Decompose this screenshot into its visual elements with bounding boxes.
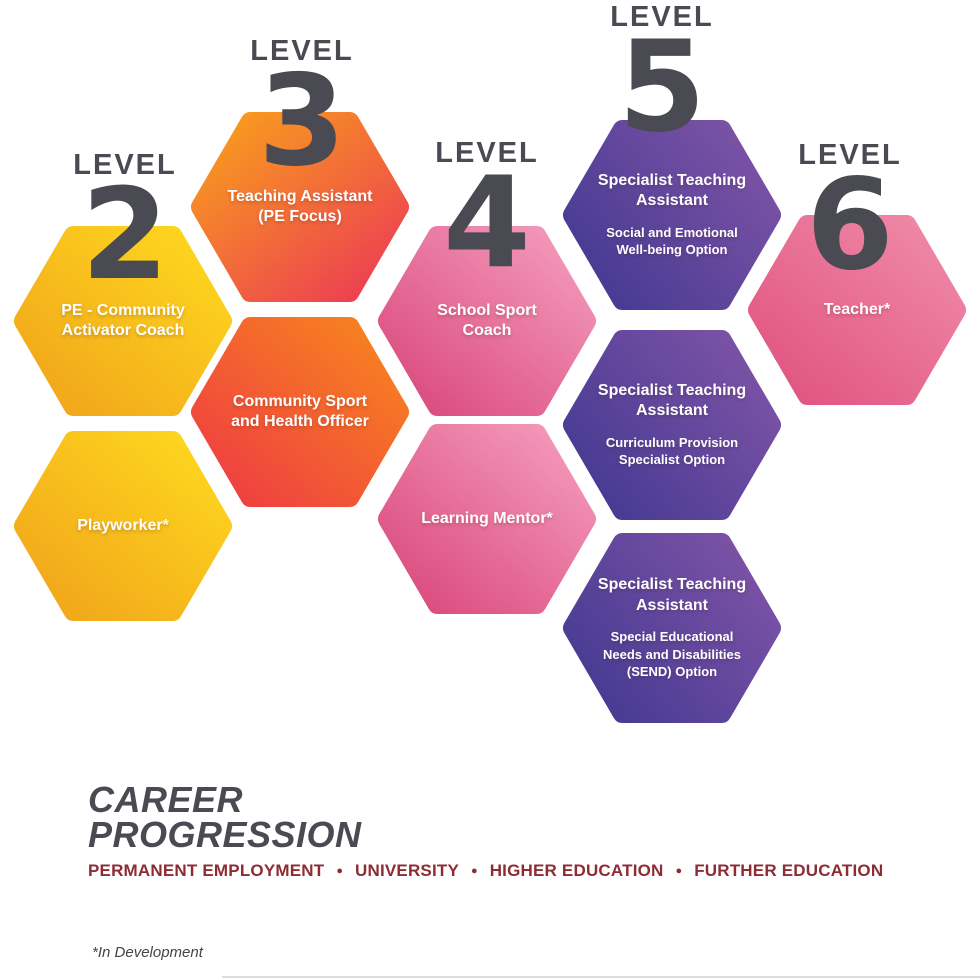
hexagon-shape bbox=[563, 330, 781, 520]
level-word: LEVEL bbox=[435, 137, 539, 169]
hexagon-shape bbox=[191, 317, 410, 507]
hexagon-title: Community Sport and Health Officer bbox=[231, 392, 369, 430]
footnote-in-development: *In Development bbox=[92, 944, 203, 961]
level-word: LEVEL bbox=[73, 149, 177, 181]
pathway-item: PERMANENT EMPLOYMENT bbox=[88, 861, 325, 880]
hexagon-polygon bbox=[191, 112, 410, 302]
level-number: 6 bbox=[806, 150, 894, 298]
hexagon-polygon bbox=[14, 226, 232, 416]
level-6-heading: LEVEL 6 bbox=[760, 139, 940, 298]
hexagon-teacher: Teacher* bbox=[748, 215, 966, 405]
hexagon-label: Teacher* bbox=[748, 215, 966, 405]
hexagon-school-sport-coach: School Sport Coach bbox=[378, 226, 596, 416]
pathway-item: HIGHER EDUCATION bbox=[489, 861, 664, 880]
level-number: 5 bbox=[618, 12, 706, 160]
hexagon-shape bbox=[748, 215, 966, 405]
level-3-heading: LEVEL 3 bbox=[212, 35, 392, 194]
hexagon-polygon bbox=[563, 330, 781, 520]
hexagon-playworker: Playworker* bbox=[14, 431, 232, 621]
hexagon-label: PE - Community Activator Coach bbox=[14, 226, 232, 416]
level-word: LEVEL bbox=[610, 1, 714, 33]
hexagon-shape bbox=[14, 226, 232, 416]
bullet-icon: ● bbox=[471, 864, 478, 877]
hexagon-polygon bbox=[563, 533, 781, 723]
pathway-item: FURTHER EDUCATION bbox=[694, 861, 884, 880]
hexagon-title: Teaching Assistant (PE Focus) bbox=[227, 187, 373, 225]
hexagon-label: Community Sport and Health Officer bbox=[191, 317, 409, 507]
hexagon-shape bbox=[191, 112, 410, 302]
hexagon-subtitle: Special Educational Needs and Disabiliti… bbox=[603, 629, 741, 680]
bullet-icon: ● bbox=[675, 864, 683, 877]
level-word: LEVEL bbox=[250, 35, 354, 67]
hexagon-title: Specialist Teaching Assistant bbox=[597, 171, 747, 210]
hexagon-label: Specialist Teaching Assistant Curriculum… bbox=[563, 330, 781, 520]
bottom-divider bbox=[222, 976, 980, 978]
hexagon-polygon bbox=[563, 120, 781, 310]
hexagon-teaching-assistant-pe-focus: Teaching Assistant (PE Focus) bbox=[191, 112, 410, 302]
hexagon-title: Learning Mentor* bbox=[421, 509, 553, 527]
hexagon-title: PE - Community Activator Coach bbox=[61, 301, 185, 339]
poster-title: CAREER PROGRESSION bbox=[88, 779, 362, 856]
level-number: 4 bbox=[443, 148, 531, 296]
hexagon-polygon bbox=[748, 215, 966, 405]
level-4-heading: LEVEL 4 bbox=[397, 137, 577, 296]
hexagon-sta-social-emotional: Specialist Teaching Assistant Social and… bbox=[563, 120, 781, 310]
hexagon-label: Playworker* bbox=[14, 431, 232, 621]
level-2-heading: LEVEL 2 bbox=[35, 149, 215, 308]
hexagon-learning-mentor: Learning Mentor* bbox=[378, 424, 596, 614]
level-word: LEVEL bbox=[798, 139, 902, 171]
hexagon-title: Specialist Teaching Assistant bbox=[597, 576, 747, 614]
bullet-icon: ● bbox=[336, 864, 343, 877]
hexagon-polygon bbox=[191, 317, 410, 507]
hexagon-title: Specialist Teaching Assistant bbox=[597, 381, 747, 420]
hexagon-label: School Sport Coach bbox=[378, 226, 596, 416]
level-5-heading: LEVEL 5 bbox=[572, 1, 752, 160]
hexagon-sta-send: Specialist Teaching Assistant Special Ed… bbox=[563, 533, 781, 723]
hexagon-shape bbox=[563, 120, 781, 310]
hexagon-title: School Sport Coach bbox=[437, 301, 537, 339]
level-number: 3 bbox=[258, 46, 346, 194]
hexagon-label: Specialist Teaching Assistant Special Ed… bbox=[563, 533, 781, 723]
hexagon-polygon bbox=[14, 431, 232, 621]
hexagon-community-sport-health-officer: Community Sport and Health Officer bbox=[191, 317, 410, 507]
hexagon-sta-curriculum-provision: Specialist Teaching Assistant Curriculum… bbox=[563, 330, 781, 520]
hexagon-subtitle: Curriculum Provision Specialist Option bbox=[605, 434, 739, 468]
hexagon-title: Teacher* bbox=[823, 300, 891, 318]
hexagon-label: Teaching Assistant (PE Focus) bbox=[191, 112, 409, 302]
hexagon-label: Learning Mentor* bbox=[378, 424, 596, 614]
hexagon-label: Specialist Teaching Assistant Social and… bbox=[563, 120, 781, 310]
hexagon-polygon bbox=[378, 226, 596, 416]
poster-title-line2: PROGRESSION bbox=[88, 814, 362, 856]
hexagon-title: Playworker* bbox=[77, 516, 169, 534]
hexagon-shape bbox=[14, 431, 232, 621]
hexagon-pe-community-activator-coach: PE - Community Activator Coach bbox=[14, 226, 232, 416]
hexagon-shape bbox=[378, 424, 596, 614]
pathways-list: PERMANENT EMPLOYMENT ● UNIVERSITY ● HIGH… bbox=[88, 861, 883, 881]
level-number: 2 bbox=[81, 160, 169, 308]
hexagon-shape bbox=[563, 533, 781, 723]
hexagon-shape bbox=[378, 226, 596, 416]
poster-title-line1: CAREER bbox=[88, 779, 244, 820]
pathway-item: UNIVERSITY bbox=[355, 861, 460, 880]
hexagon-polygon bbox=[378, 424, 596, 614]
hexagon-subtitle: Social and Emotional Well-being Option bbox=[606, 224, 738, 258]
